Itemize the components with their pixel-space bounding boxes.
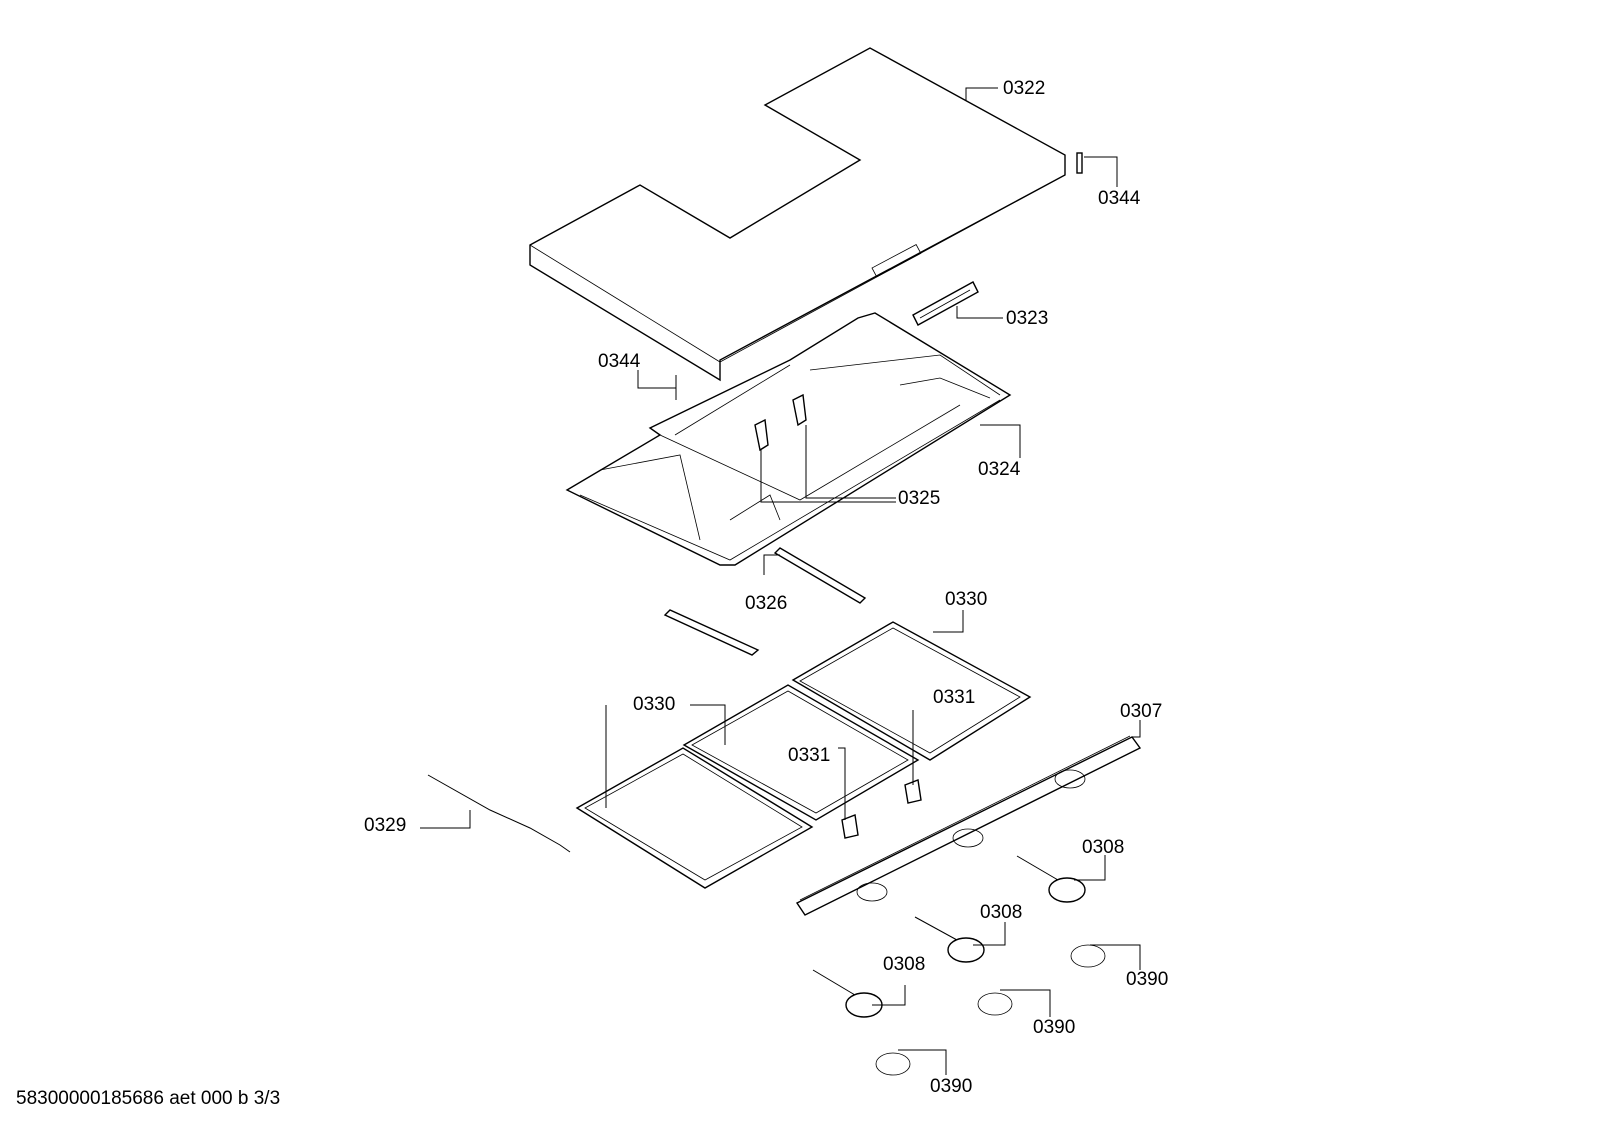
part-0329-cable	[427, 774, 571, 853]
label-0390-middle: 0390	[1033, 1017, 1076, 1038]
part-0323-switch-module	[912, 281, 979, 326]
part-0322-cover	[529, 47, 1066, 382]
label-0308-left: 0308	[883, 954, 926, 975]
label-0330-top: 0330	[945, 589, 988, 610]
label-0323: 0323	[1006, 308, 1049, 329]
document-footer-id: 58300000185686 aet 000 b 3/3	[16, 1088, 281, 1109]
label-0308-middle: 0308	[980, 902, 1023, 923]
label-0331-left: 0331	[788, 745, 831, 766]
label-0344-left: 0344	[598, 351, 641, 372]
part-0308-lamps	[812, 855, 1086, 1018]
part-0326-rails	[663, 547, 867, 656]
leader-lines	[420, 87, 1141, 1075]
part-0330-filters	[575, 621, 1032, 889]
label-0324: 0324	[978, 459, 1021, 480]
part-0390-rings	[875, 944, 1106, 1076]
label-0331-right: 0331	[933, 687, 976, 708]
part-0325-brackets	[754, 393, 807, 452]
label-0330-left: 0330	[633, 694, 676, 715]
label-0344-right: 0344	[1098, 188, 1141, 209]
label-0329: 0329	[364, 815, 407, 836]
label-0390-bottom: 0390	[930, 1076, 973, 1097]
label-0325: 0325	[898, 488, 941, 509]
label-0308-right: 0308	[1082, 837, 1125, 858]
label-0390-right: 0390	[1126, 969, 1169, 990]
label-0322: 0322	[1003, 78, 1046, 99]
label-0307: 0307	[1120, 701, 1163, 722]
part-0324-housing	[565, 312, 1012, 566]
part-0307-light-strip	[795, 735, 1142, 916]
label-0326: 0326	[745, 593, 788, 614]
